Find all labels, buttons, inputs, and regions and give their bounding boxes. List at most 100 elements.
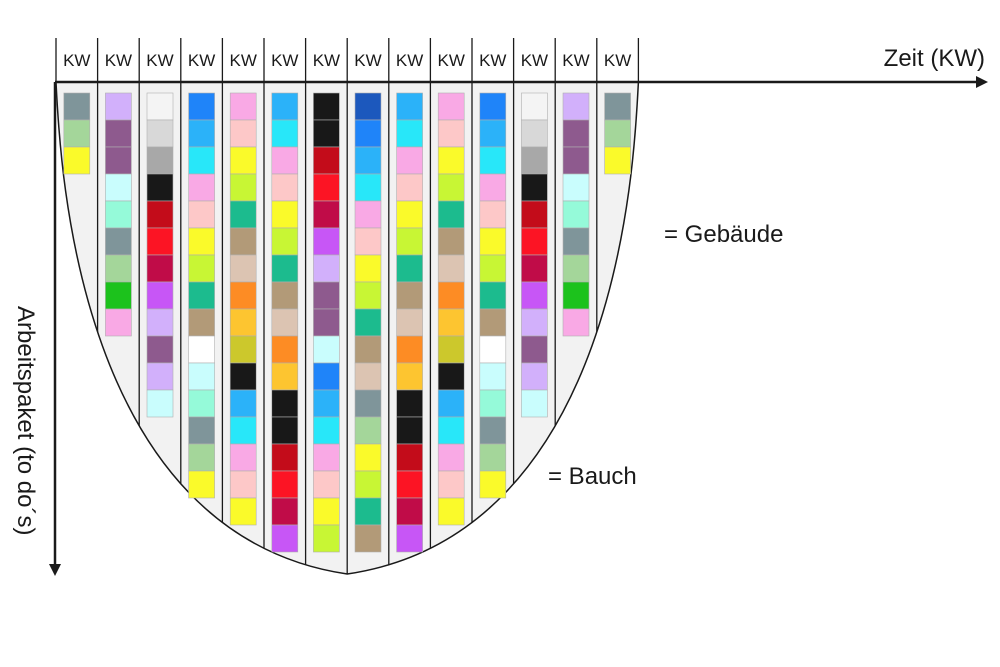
- task-cell: [437, 119, 465, 148]
- task-cell: [146, 173, 174, 202]
- task-cell: [354, 254, 382, 283]
- task-cell: [229, 389, 257, 418]
- task-cell: [271, 389, 299, 418]
- task-cell: [105, 146, 132, 175]
- task-cell: [396, 227, 423, 256]
- task-cell: [105, 200, 132, 229]
- task-cell: [271, 524, 299, 553]
- task-cell: [271, 416, 299, 445]
- task-cell: [437, 308, 465, 337]
- task-cell: [437, 416, 465, 445]
- task-cell: [479, 146, 507, 175]
- task-cell: [521, 173, 548, 202]
- task-cell: [271, 200, 299, 229]
- week-label: KW: [479, 51, 506, 70]
- task-cell: [521, 119, 548, 148]
- y-axis-title: Arbeitspaket (to do´s): [12, 306, 39, 535]
- week-label: KW: [230, 51, 257, 70]
- task-cell: [479, 173, 507, 202]
- task-cell: [479, 227, 507, 256]
- task-cell: [479, 92, 507, 121]
- task-cell: [313, 92, 340, 121]
- task-cell: [188, 227, 215, 256]
- task-cell: [437, 362, 465, 391]
- task-cell: [105, 173, 132, 202]
- task-cell: [146, 200, 174, 229]
- task-cell: [188, 308, 215, 337]
- task-cell: [437, 146, 465, 175]
- task-cell: [604, 146, 631, 175]
- task-cell: [396, 497, 423, 526]
- task-cell: [521, 389, 548, 418]
- task-cell: [188, 146, 215, 175]
- task-cell: [437, 497, 465, 526]
- task-cell: [396, 470, 423, 499]
- task-cell: [479, 416, 507, 445]
- task-cell: [188, 335, 215, 364]
- task-cell: [313, 281, 340, 310]
- task-cell: [188, 389, 215, 418]
- task-cell: [354, 173, 382, 202]
- task-cell: [229, 146, 257, 175]
- task-cell: [313, 308, 340, 337]
- task-cell: [521, 335, 548, 364]
- task-cell: [313, 173, 340, 202]
- task-cell: [521, 254, 548, 283]
- task-cell: [188, 470, 215, 499]
- task-cell: [313, 443, 340, 472]
- x-axis-title: Zeit (KW): [884, 45, 985, 72]
- task-cell: [562, 227, 590, 256]
- task-cell: [479, 443, 507, 472]
- task-cell: [146, 146, 174, 175]
- week-label: KW: [354, 51, 381, 70]
- task-cell: [271, 497, 299, 526]
- task-cell: [229, 200, 257, 229]
- task-cell: [229, 470, 257, 499]
- task-cell: [188, 362, 215, 391]
- task-cell: [354, 335, 382, 364]
- task-cell: [229, 227, 257, 256]
- task-cell: [479, 335, 507, 364]
- task-cell: [313, 146, 340, 175]
- task-cell: [271, 443, 299, 472]
- task-cell: [63, 92, 91, 121]
- task-cell: [271, 308, 299, 337]
- task-cell: [313, 254, 340, 283]
- task-cell: [188, 254, 215, 283]
- week-label: KW: [604, 51, 631, 70]
- task-cell: [562, 281, 590, 310]
- task-cell: [354, 200, 382, 229]
- task-cell: [354, 362, 382, 391]
- task-cell: [271, 470, 299, 499]
- task-cells: [63, 92, 631, 553]
- task-cell: [146, 308, 174, 337]
- task-cell: [396, 92, 423, 121]
- task-cell: [229, 497, 257, 526]
- task-cell: [396, 308, 423, 337]
- task-cell: [396, 362, 423, 391]
- task-cell: [437, 443, 465, 472]
- annotation-gebaeude: = Gebäude: [664, 221, 783, 248]
- task-cell: [479, 254, 507, 283]
- task-cell: [313, 416, 340, 445]
- task-cell: [562, 308, 590, 337]
- task-cell: [354, 524, 382, 553]
- task-cell: [396, 119, 423, 148]
- week-label: KW: [188, 51, 215, 70]
- task-cell: [229, 443, 257, 472]
- task-cell: [479, 119, 507, 148]
- task-cell: [229, 308, 257, 337]
- task-cell: [271, 227, 299, 256]
- task-cell: [562, 119, 590, 148]
- task-cell: [63, 146, 91, 175]
- task-cell: [562, 200, 590, 229]
- task-cell: [105, 281, 132, 310]
- annotation-bauch: = Bauch: [548, 463, 637, 490]
- task-cell: [229, 362, 257, 391]
- task-cell: [229, 416, 257, 445]
- task-cell: [479, 362, 507, 391]
- task-cell: [396, 416, 423, 445]
- task-cell: [521, 362, 548, 391]
